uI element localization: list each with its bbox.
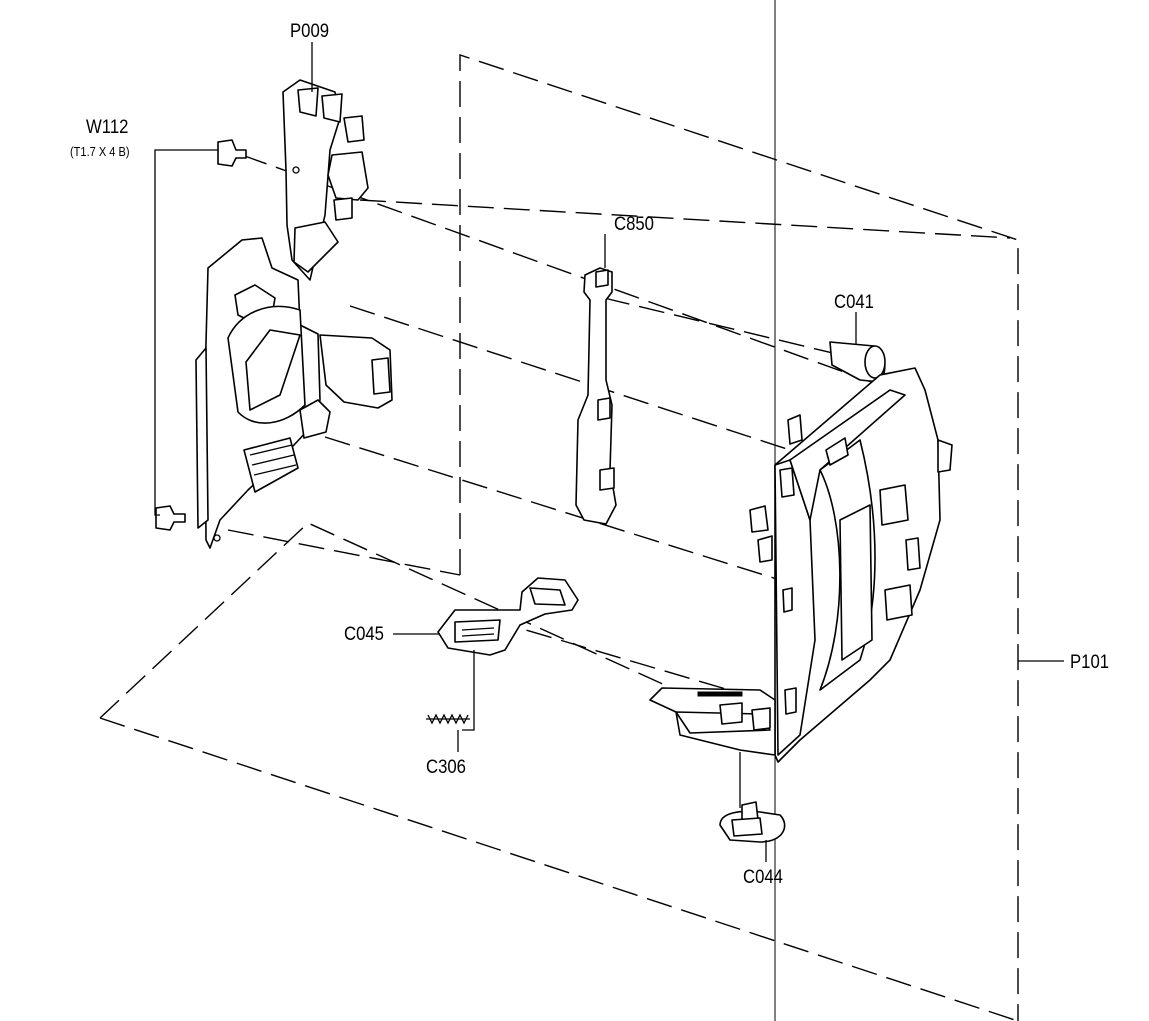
label-p101: P101	[1070, 652, 1110, 673]
main-board-p009	[195, 79, 393, 549]
leader-lines	[154, 42, 1064, 862]
part-c044	[719, 801, 786, 843]
label-c041: C041	[834, 292, 874, 313]
assembly-guides	[227, 154, 1011, 706]
bottom-boundary-lower	[99, 717, 1019, 1021]
p101-boundary	[459, 54, 1019, 1021]
bracket-c850	[575, 267, 617, 525]
bottom-boundary	[99, 522, 776, 736]
frame-p101	[649, 367, 953, 763]
cap-c041	[829, 341, 886, 383]
label-w112: W112	[86, 117, 129, 138]
screw-w112-top	[217, 139, 247, 167]
label-p009: P009	[290, 21, 330, 42]
label-c045: C045	[344, 624, 384, 645]
screw-w112-bottom	[155, 505, 186, 531]
label-w112-spec: (T1.7 X 4 B)	[70, 144, 130, 159]
label-c044: C044	[743, 867, 783, 888]
label-c850: C850	[614, 214, 654, 235]
spring-c306	[426, 713, 470, 725]
flex-cable-c045	[437, 577, 579, 656]
label-c306: C306	[426, 757, 466, 778]
